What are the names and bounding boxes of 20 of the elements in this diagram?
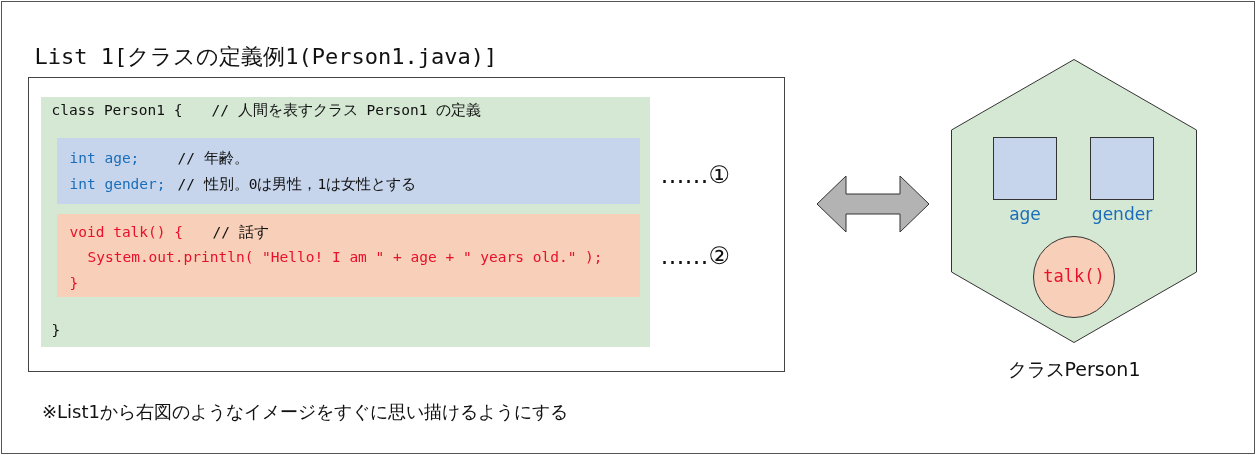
field-name: gender [1091, 205, 1153, 225]
code-line: int age; [69, 149, 140, 167]
code-line: System.out.println( "Hello! I am " + age + " years old." ); [87, 248, 603, 266]
code-comment: // 性別。0は男性，1は女性とする [177, 175, 417, 193]
callout-number: ……② [660, 242, 730, 271]
code-comment: // 年齢。 [177, 149, 249, 167]
code-line: class Person1 { [51, 101, 183, 119]
code-line: } [51, 321, 61, 339]
code-line: } [69, 274, 79, 292]
method-name: talk() [1043, 267, 1105, 287]
field-name: age [1009, 205, 1041, 225]
code-line: void talk() { [69, 223, 183, 241]
listing-title: List 1[クラスの定義例1(Person1.java)] [34, 43, 498, 69]
code-comment: // 人間を表すクラス Person1 の定義 [211, 101, 482, 119]
code-line: int gender; [69, 175, 166, 193]
code-comment: // 話す [212, 223, 269, 241]
double-arrow [816, 175, 930, 233]
class-name: クラスPerson1 [1007, 359, 1141, 381]
note-text: ※List1から右図のようなイメージをすぐに思い描けるようにする [42, 402, 568, 423]
callout-number: ……① [660, 161, 730, 190]
